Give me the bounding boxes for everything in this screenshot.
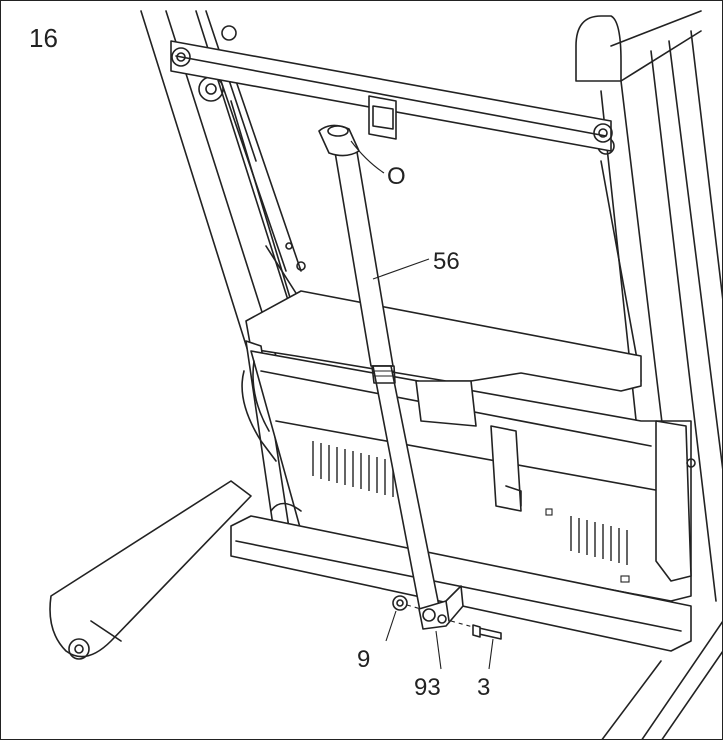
bolt-3	[473, 625, 501, 639]
crossbar-bracket	[369, 96, 396, 139]
nut-9	[393, 596, 407, 610]
callout-o: O	[387, 163, 406, 190]
callout-9: 9	[357, 646, 370, 673]
callout-56: 56	[433, 248, 460, 275]
callout-3: 3	[477, 674, 490, 701]
callout-93: 93	[414, 674, 441, 701]
